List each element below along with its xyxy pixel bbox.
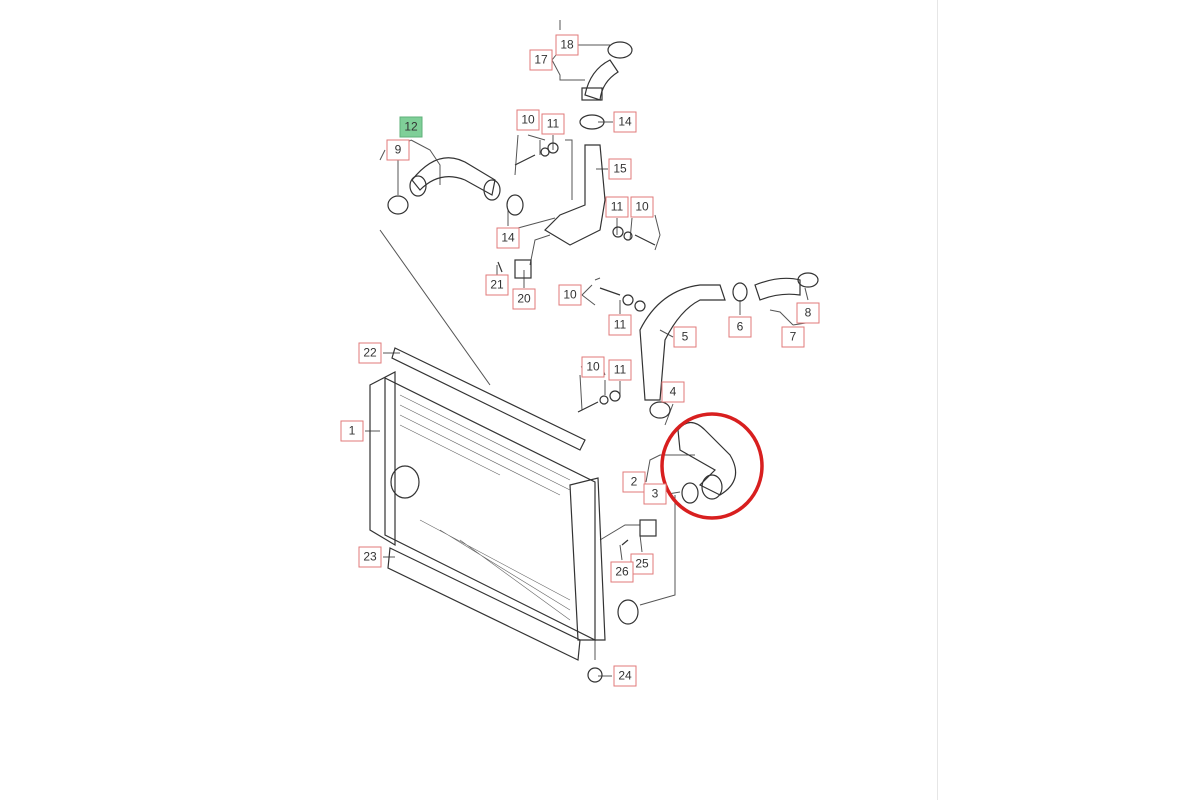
part-label-21[interactable]: 21 [485,274,509,296]
part-label-2[interactable]: 2 [622,471,646,493]
part-label-5[interactable]: 5 [673,326,697,348]
bracket-20 [514,259,532,279]
part-label-23[interactable]: 23 [358,546,382,568]
part-label-8[interactable]: 8 [796,302,820,324]
hose-2 [677,421,737,500]
air-guide-23 [387,547,581,661]
part-label-12-selected[interactable]: 12 [399,116,423,138]
part-label-20[interactable]: 20 [512,288,536,310]
pipe-15 [544,144,606,246]
part-label-3[interactable]: 3 [643,483,667,505]
bolts [497,142,656,546]
part-label-24[interactable]: 24 [613,665,637,687]
part-label-11[interactable]: 11 [541,113,565,135]
air-guide-22 [391,347,586,451]
part-label-26[interactable]: 26 [610,561,634,583]
page-divider [937,0,938,800]
highlight-circle [660,412,764,520]
clamp-3 [681,482,699,504]
part-label-10[interactable]: 10 [630,196,654,218]
clamp-14 [506,194,524,216]
nut-24 [587,667,603,683]
part-label-22[interactable]: 22 [358,342,382,364]
part-label-11[interactable]: 11 [605,196,629,218]
part-label-15[interactable]: 15 [608,158,632,180]
part-label-7[interactable]: 7 [781,326,805,348]
clamp-9 [387,195,409,215]
part-label-10[interactable]: 10 [558,284,582,306]
part-label-4[interactable]: 4 [661,381,685,403]
part-label-9[interactable]: 9 [386,139,410,161]
part-label-14[interactable]: 14 [613,111,637,133]
part-label-11[interactable]: 11 [608,359,632,381]
hose-upper-17 [581,59,619,101]
part-label-17[interactable]: 17 [529,49,553,71]
intercooler-1 [369,371,639,641]
clamp-4 [649,401,671,419]
clamp-18 [607,41,633,59]
part-label-10[interactable]: 10 [581,356,605,378]
clamp-14-top [579,114,605,130]
part-label-10[interactable]: 10 [516,109,540,131]
part-label-14[interactable]: 14 [496,227,520,249]
hose-5 [639,284,726,401]
hose-12 [409,157,501,201]
part-label-18[interactable]: 18 [555,34,579,56]
part-label-1[interactable]: 1 [340,420,364,442]
sensor-25 [639,519,657,537]
part-label-11[interactable]: 11 [608,314,632,336]
leader-lines [365,20,813,677]
hose-7 [732,272,819,302]
part-label-6[interactable]: 6 [728,316,752,338]
part-label-25[interactable]: 25 [630,553,654,575]
